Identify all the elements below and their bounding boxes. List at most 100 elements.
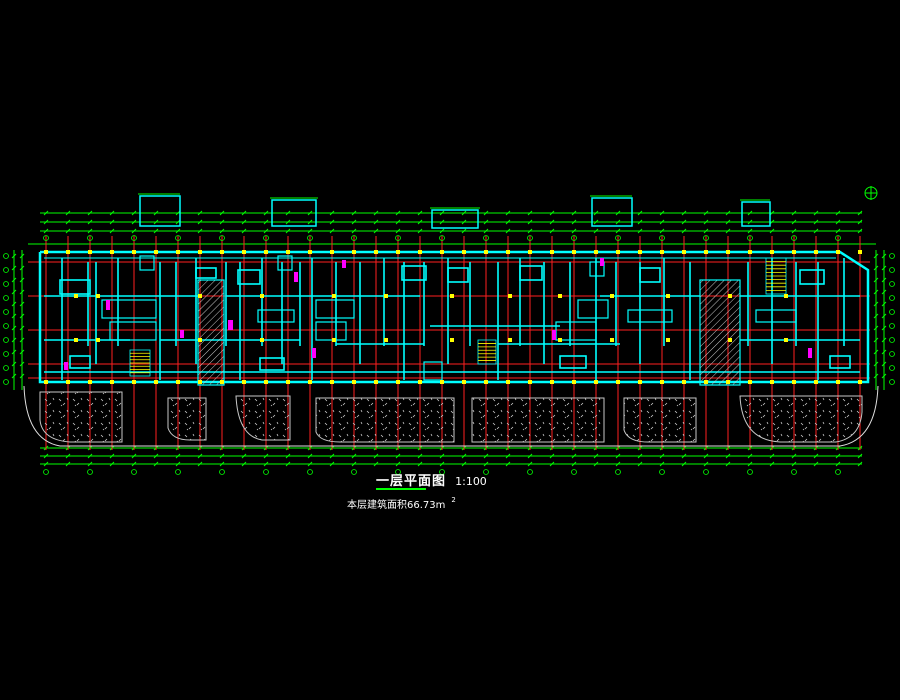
dimension-tick xyxy=(439,210,445,216)
axis-bubble xyxy=(131,469,137,475)
dimension-tick xyxy=(703,453,709,459)
column xyxy=(286,380,290,384)
dimension-tick xyxy=(65,219,71,225)
column xyxy=(352,250,356,254)
dimension-tick xyxy=(329,461,335,467)
dimension-tick xyxy=(637,461,643,467)
axis-bubble xyxy=(791,235,797,241)
dimension-tick xyxy=(65,461,71,467)
column xyxy=(154,250,158,254)
axis-bubble xyxy=(527,469,533,475)
floor-area-text: 本层建筑面积66.73m xyxy=(347,500,446,511)
axis-bubble xyxy=(703,235,709,241)
column xyxy=(814,250,818,254)
column xyxy=(110,250,114,254)
dimension-tick xyxy=(351,461,357,467)
dimension-tick xyxy=(615,453,621,459)
dimension-tick xyxy=(19,253,25,259)
axis-bubble xyxy=(889,253,895,259)
room-fixture xyxy=(401,265,427,281)
axis-bubble xyxy=(527,235,533,241)
dimension-tick xyxy=(549,210,555,216)
dimension-tick xyxy=(307,219,313,225)
column xyxy=(792,250,796,254)
column xyxy=(440,250,444,254)
dimension-tick xyxy=(813,228,819,234)
axis-bubble xyxy=(87,469,93,475)
dimension-tick xyxy=(19,349,25,355)
dimension-tick xyxy=(813,461,819,467)
dimension-tick xyxy=(505,228,511,234)
dimension-tick xyxy=(637,210,643,216)
axis-bubble xyxy=(659,469,665,475)
column xyxy=(418,250,422,254)
column xyxy=(260,338,264,342)
column xyxy=(616,250,620,254)
dimension-tick xyxy=(373,210,379,216)
dimension-tick xyxy=(285,210,291,216)
dimension-tick xyxy=(505,461,511,467)
axis-bubble xyxy=(439,235,445,241)
dimension-tick xyxy=(395,210,401,216)
column xyxy=(770,380,774,384)
dimension-tick xyxy=(483,461,489,467)
axis-bubble xyxy=(3,337,9,343)
column xyxy=(784,338,788,342)
axis-bubble xyxy=(889,295,895,301)
dimension-tick xyxy=(175,453,181,459)
dimension-tick xyxy=(881,325,887,331)
column xyxy=(728,338,732,342)
column xyxy=(96,294,100,298)
column xyxy=(198,294,202,298)
dimension-tick xyxy=(307,461,313,467)
axis-bubble xyxy=(3,351,9,357)
dimension-tick xyxy=(681,453,687,459)
dimension-tick xyxy=(571,219,577,225)
column xyxy=(450,338,454,342)
dimension-lines-sides xyxy=(13,250,885,390)
dimension-tick xyxy=(873,349,879,355)
dimension-tick xyxy=(153,219,159,225)
axis-bubble xyxy=(483,235,489,241)
column xyxy=(528,380,532,384)
dimension-tick xyxy=(131,219,137,225)
dimension-tick xyxy=(109,461,115,467)
structural-columns xyxy=(44,250,862,384)
dimension-tick xyxy=(593,453,599,459)
dimension-tick xyxy=(373,461,379,467)
axis-bubble xyxy=(43,469,49,475)
column xyxy=(44,380,48,384)
dimension-tick xyxy=(881,253,887,259)
dimension-tick xyxy=(219,461,225,467)
dimension-tick xyxy=(11,349,17,355)
dimension-tick xyxy=(747,453,753,459)
column xyxy=(198,338,202,342)
dimension-tick xyxy=(549,219,555,225)
dimension-tick xyxy=(65,453,71,459)
column xyxy=(332,338,336,342)
column xyxy=(836,380,840,384)
dimension-tick xyxy=(395,453,401,459)
dimension-tick xyxy=(417,228,423,234)
axis-bubble xyxy=(3,253,9,259)
dimension-tick xyxy=(65,228,71,234)
column xyxy=(384,338,388,342)
column xyxy=(396,380,400,384)
column xyxy=(572,250,576,254)
axis-bubble xyxy=(263,235,269,241)
dimension-tick xyxy=(19,373,25,379)
dimension-tick xyxy=(109,453,115,459)
dimension-tick xyxy=(769,461,775,467)
dimension-tick xyxy=(351,228,357,234)
column xyxy=(374,380,378,384)
dimension-tick xyxy=(873,373,879,379)
dimension-tick xyxy=(131,228,137,234)
dimension-tick xyxy=(373,219,379,225)
axis-bubble xyxy=(395,235,401,241)
column xyxy=(330,380,334,384)
dimension-tick xyxy=(131,461,137,467)
dimension-tick xyxy=(197,219,203,225)
dimension-tick xyxy=(571,210,577,216)
dimension-tick xyxy=(43,210,49,216)
column xyxy=(858,380,862,384)
